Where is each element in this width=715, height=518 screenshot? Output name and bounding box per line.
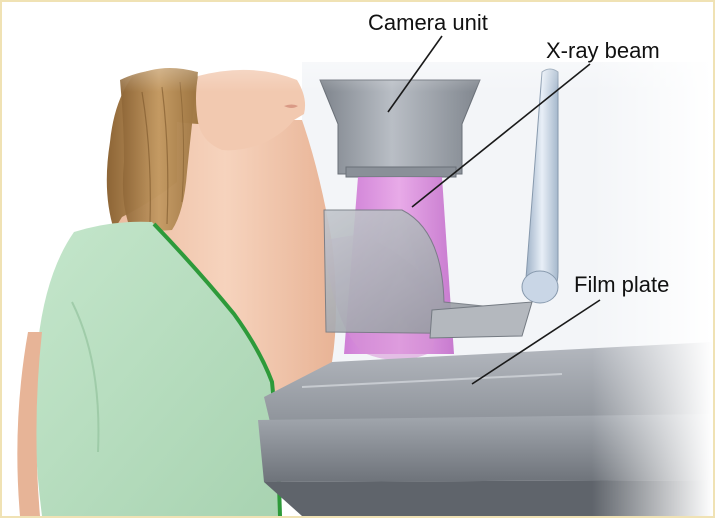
camera-unit-label: Camera unit <box>368 10 488 35</box>
xray-beam-label: X-ray beam <box>546 38 660 63</box>
film-plate-label: Film plate <box>574 272 669 297</box>
